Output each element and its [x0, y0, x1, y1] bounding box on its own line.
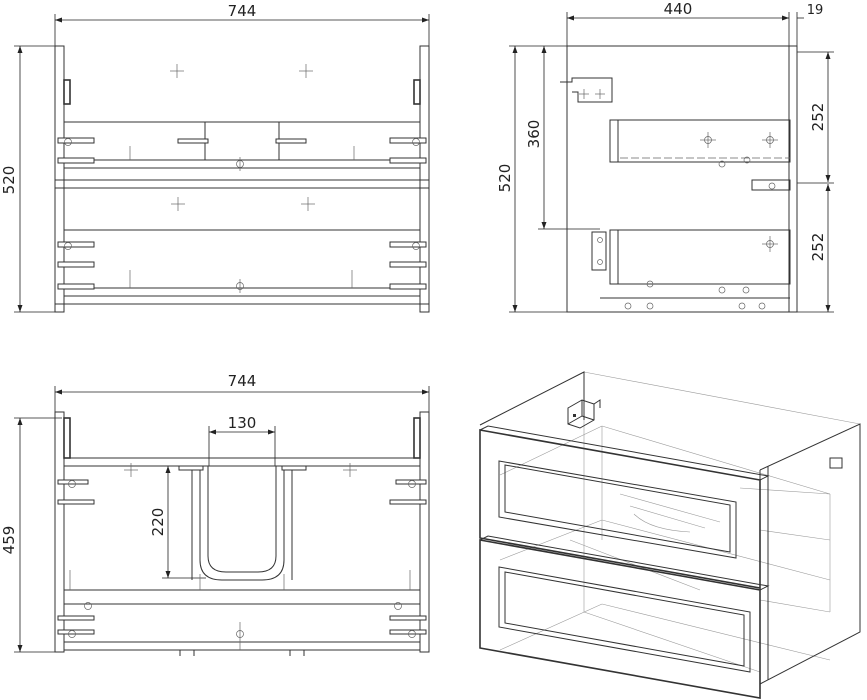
- iso-back-panel: [479, 371, 585, 426]
- front-view: 744 520: [0, 2, 430, 313]
- side-panel-outline: [566, 45, 790, 313]
- front-lower-drawer: [63, 229, 421, 297]
- side-mount-label: 360: [525, 120, 543, 149]
- iso-upper-drawer-front: [479, 425, 770, 589]
- side-depth-label: 440: [664, 0, 693, 18]
- side-top-drawer-label: 252: [809, 103, 827, 132]
- top-view: 744 459 130 220: [0, 372, 430, 656]
- iso-lower-drawer-front: [479, 535, 770, 699]
- front-upper-drawer: [63, 121, 421, 170]
- front-width-label: 744: [228, 2, 257, 20]
- front-runner-hardware: [57, 137, 427, 293]
- side-front-panel: [788, 45, 798, 313]
- side-view: 440 19 520 360 252 252: [496, 0, 834, 313]
- iso-hidden-lines: [479, 371, 861, 673]
- side-top-drawer: [609, 119, 791, 191]
- front-right-panel: [419, 45, 430, 313]
- top-cutout-width-label: 130: [228, 414, 257, 432]
- iso-view: [479, 371, 861, 699]
- side-panel-label: 19: [807, 3, 824, 18]
- top-depth-label: 459: [0, 526, 18, 555]
- side-bottom-drawer-label: 252: [809, 233, 827, 262]
- side-wall-bracket: [560, 77, 613, 103]
- iso-right-panel: [759, 423, 861, 685]
- top-siphon-cutout: [191, 466, 293, 581]
- front-left-panel: [54, 45, 65, 313]
- front-height-label: 520: [0, 166, 18, 195]
- top-hardware: [57, 463, 427, 650]
- side-height-label: 520: [496, 164, 514, 193]
- side-lower-bracket: [591, 231, 607, 271]
- side-bottom-drawer: [597, 229, 791, 310]
- top-width-label: 744: [228, 372, 257, 390]
- iso-wall-bracket: [567, 399, 601, 429]
- top-cutout-depth-label: 220: [149, 508, 167, 537]
